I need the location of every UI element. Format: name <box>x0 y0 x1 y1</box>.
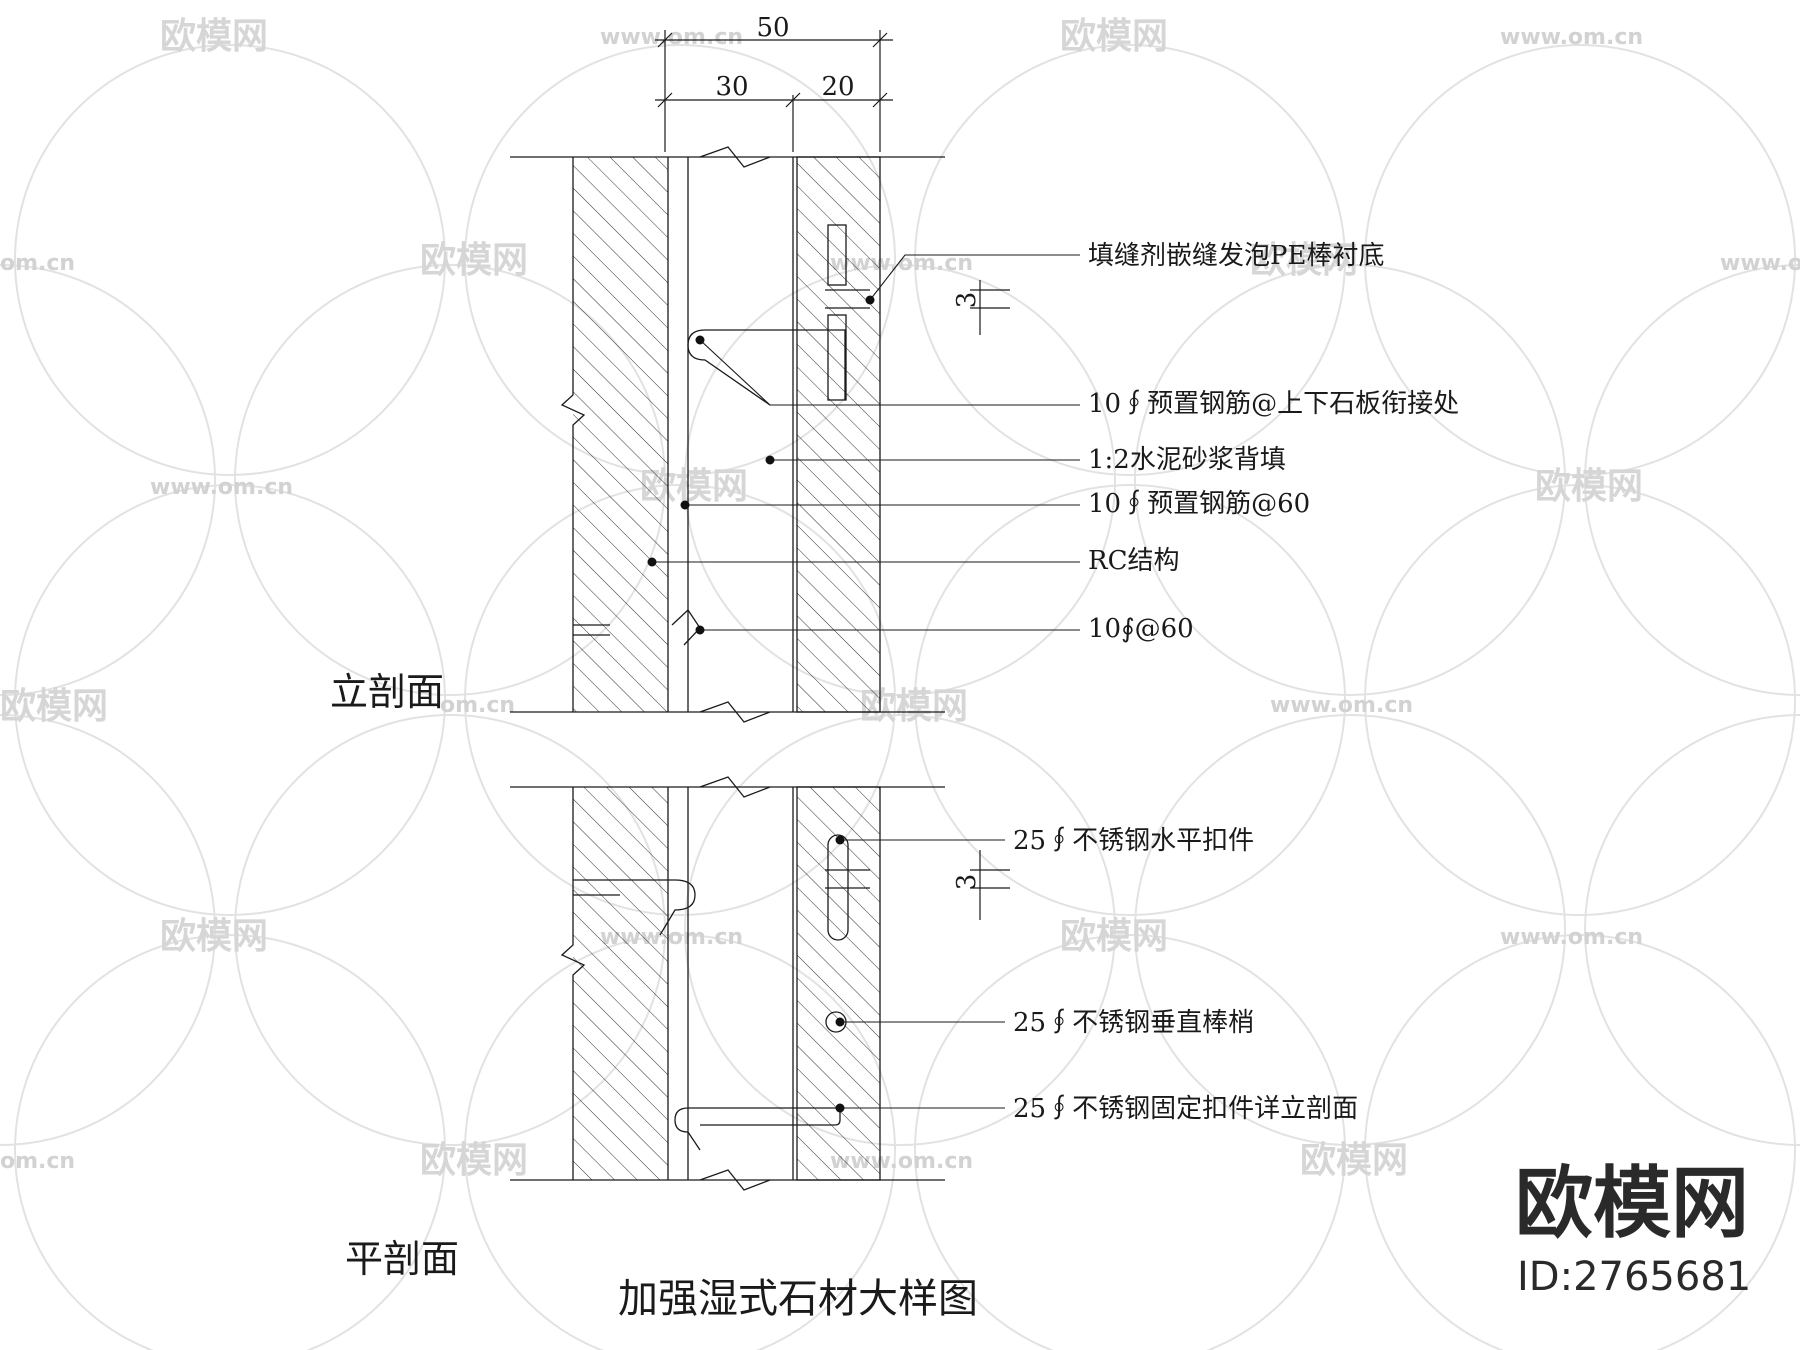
leader-dot <box>835 1017 845 1027</box>
leader-dot <box>680 500 690 510</box>
callout-h-clip: 25∮不锈钢水平扣件 <box>1013 826 1254 856</box>
leader-dot <box>835 835 845 845</box>
callout-rebar-joint: 10∮预置钢筋@上下石板衔接处 <box>1088 389 1459 419</box>
leader-dot <box>695 625 705 635</box>
watermark-url: www.om.cn <box>600 25 743 50</box>
watermark-logo: 欧模网 <box>1250 240 1358 281</box>
leader-dot <box>695 335 705 345</box>
watermark-url: www.om.cn <box>1500 25 1643 50</box>
watermark-logo: 欧模网 <box>420 1140 528 1181</box>
dimension-group <box>655 30 893 152</box>
callout-sealant: 填缝剂嵌缝发泡PE棒衬底 <box>1088 241 1384 271</box>
plan-leaders <box>840 839 1005 1109</box>
watermark-logo: 欧模网 <box>1060 916 1168 957</box>
dimension-left-label: 30 <box>715 72 748 102</box>
leader-dot <box>835 1103 845 1113</box>
watermark-url: www.om.cn <box>150 475 293 500</box>
watermark-domain: om.cn <box>0 251 75 276</box>
joint-dimension-elevation <box>970 280 1010 335</box>
watermark-layer <box>0 44 1800 1350</box>
dimension-right-label: 20 <box>821 72 854 102</box>
plan-section <box>510 776 945 1191</box>
elevation-section <box>510 146 945 723</box>
elevation-section-label: 立剖面 <box>330 670 444 714</box>
stamp-id: ID:2765681 <box>1517 1254 1751 1300</box>
watermark-domain: om.cn <box>440 693 515 718</box>
watermark-logo: 欧模网 <box>0 686 108 727</box>
watermark-url: www.om.cn <box>1500 925 1643 950</box>
watermark-logo: 欧模网 <box>420 240 528 281</box>
dimension-total-label: 50 <box>756 13 789 43</box>
watermark-url: www.om.cn <box>1270 693 1413 718</box>
joint-dimension-plan <box>970 850 1010 920</box>
joint-gap-plan-label: 3 <box>952 874 982 891</box>
callout-bar-60: 10∮@60 <box>1088 614 1194 644</box>
leader-dot <box>765 455 775 465</box>
leader-dot <box>865 295 875 305</box>
watermark-logo: 欧模网 <box>1535 466 1643 507</box>
watermark-logo: 欧模网 <box>160 916 268 957</box>
watermark-logo: 欧模网 <box>1300 1140 1408 1181</box>
callout-fix-clip: 25∮不锈钢固定扣件详立剖面 <box>1013 1094 1358 1124</box>
drawing-title: 加强湿式石材大样图 <box>618 1276 978 1322</box>
watermark-domain: om.cn <box>0 1149 75 1174</box>
leader-dot <box>647 557 657 567</box>
watermark-logo: 欧模网 <box>160 16 268 57</box>
watermark-logo: 欧模网 <box>1060 16 1168 57</box>
plan-section-label: 平剖面 <box>345 1237 459 1281</box>
callout-rc: RC结构 <box>1088 546 1179 576</box>
callout-v-pin: 25∮不锈钢垂直棒梢 <box>1013 1008 1254 1038</box>
elevation-leaders <box>652 254 1080 631</box>
callout-mortar: 1:2水泥砂浆背填 <box>1088 445 1286 475</box>
joint-gap-elevation-label: 3 <box>952 292 982 309</box>
stamp-brand: 欧模网 <box>1515 1159 1749 1249</box>
callout-rebar-60: 10∮预置钢筋@60 <box>1088 489 1310 519</box>
watermark-url: www.om.cn <box>1720 251 1800 276</box>
